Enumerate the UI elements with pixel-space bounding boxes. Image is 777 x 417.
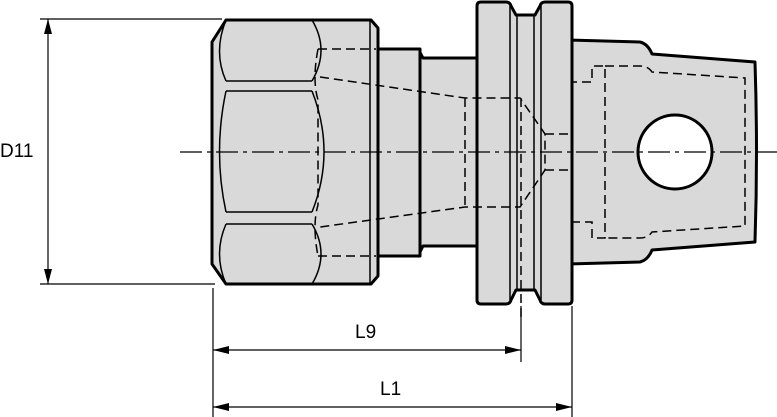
l1-label: L1 (380, 379, 402, 400)
flange (475, 0, 574, 306)
l9-label: L9 (355, 322, 377, 343)
d11-label: D11 (0, 141, 34, 162)
shank-hidden-taper (605, 65, 746, 239)
